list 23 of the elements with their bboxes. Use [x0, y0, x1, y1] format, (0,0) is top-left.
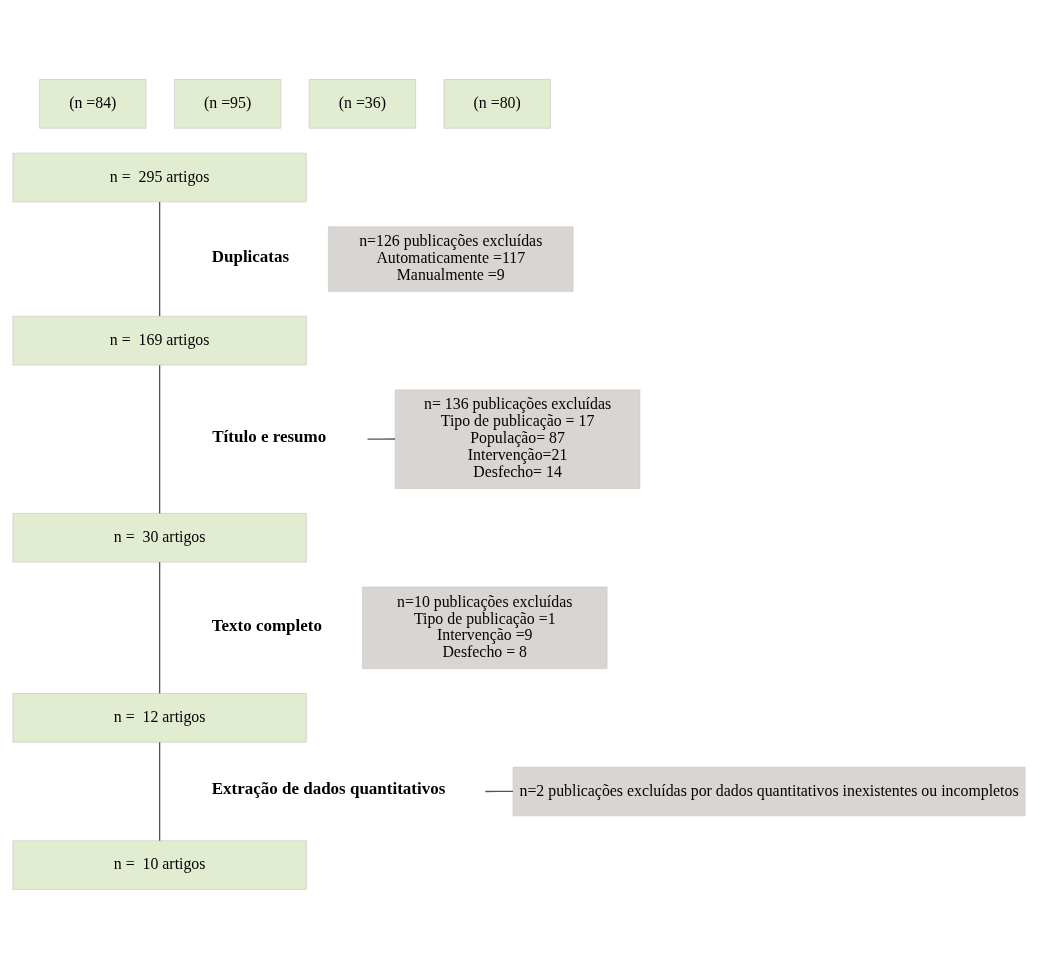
node-box: (n =95) — [174, 79, 282, 129]
node-box: n= 136 publicações excluídas Tipo de publicação = 17 População= 87 Intervenção=21 Desfecho= 14 — [394, 389, 641, 489]
label: Texto completo — [211, 615, 322, 635]
connector — [158, 741, 161, 842]
node-box: n = 12 artigos — [12, 693, 307, 743]
node-box: n = 10 artigos — [12, 840, 307, 890]
node-box: n=2 publicações excluídas por dados quantitativos inexistentes ou incompletos — [512, 766, 1026, 817]
connector — [366, 438, 396, 440]
node-box: (n =80) — [443, 79, 551, 129]
connector — [158, 561, 161, 695]
node-box: (n =84) — [39, 79, 147, 129]
label: Título e resumo — [212, 427, 327, 447]
label: Duplicatas — [211, 246, 290, 266]
node-box: n=126 publicações excluídas Automaticamente =117 Manualmente =9 — [328, 226, 574, 292]
node-box: n = 30 artigos — [12, 513, 307, 563]
connector — [158, 364, 161, 514]
label: Extração de dados quantitativos — [211, 779, 446, 799]
connector — [158, 201, 161, 317]
connector — [484, 790, 514, 793]
node-box: n = 295 artigos — [12, 152, 307, 203]
node-box: n = 169 artigos — [12, 315, 307, 366]
node-box: n=10 publicações excluídas Tipo de publicação =1 Intervenção =9 Desfecho = 8 — [362, 586, 608, 669]
node-box: (n =36) — [308, 79, 416, 129]
